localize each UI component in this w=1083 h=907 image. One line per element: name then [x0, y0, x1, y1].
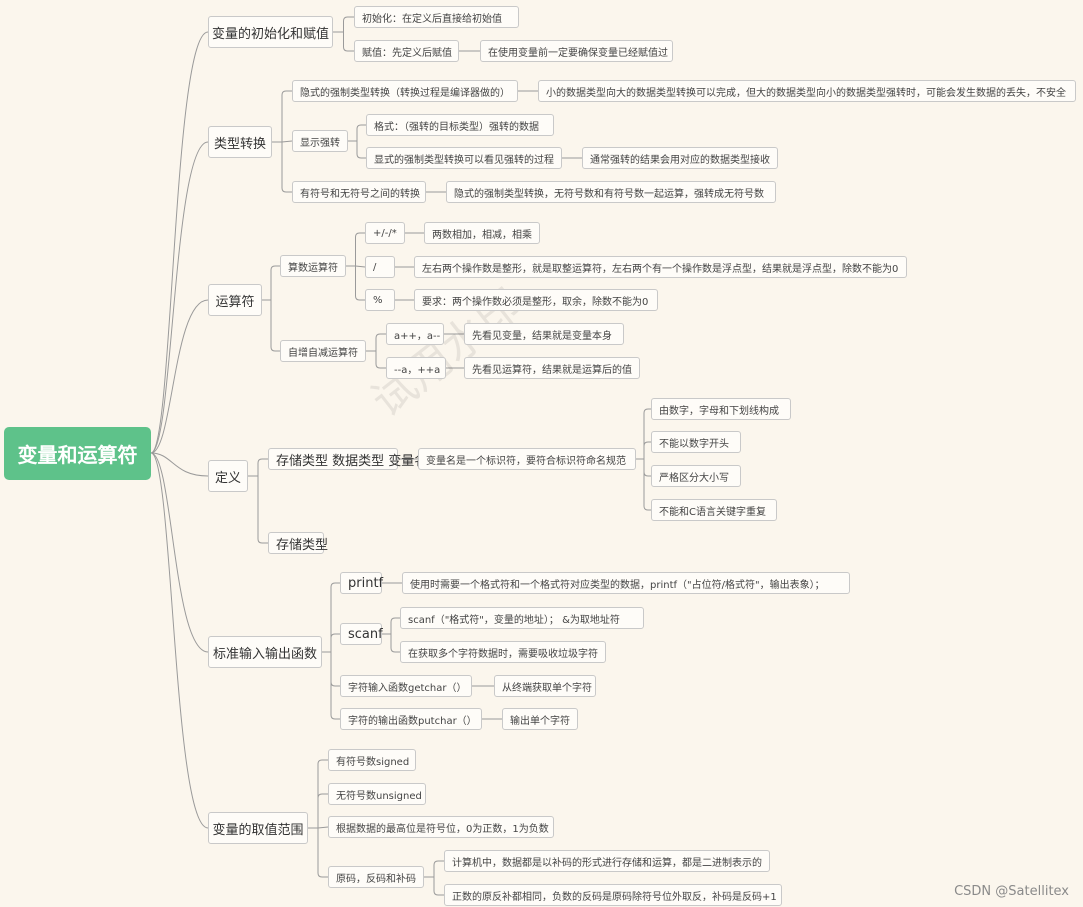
mindmap-node-op-1a1[interactable]: 两数相加，相减，相乘 [424, 222, 540, 244]
link-def_1 [257, 458, 268, 476]
mindmap-node-range-3[interactable]: 根据数据的最高位是符号位，0为正数，1为负数 [328, 816, 554, 838]
mindmap-node-op[interactable]: 运算符 [208, 284, 262, 316]
mindmap-node-init[interactable]: 变量的初始化和赋值 [208, 16, 333, 48]
mindmap-node-def-1a4[interactable]: 不能和C语言关键字重复 [651, 499, 777, 521]
mindmap-node-op-1a[interactable]: +/-/* [365, 222, 405, 244]
mindmap-node-range-4a[interactable]: 计算机中，数据都是以补码的形式进行存储和运算，都是二进制表示的 [444, 850, 770, 872]
link-def_1a2 [643, 441, 651, 459]
mindmap-node-conv-2b1[interactable]: 通常强转的结果会用对应的数据类型接收 [582, 147, 778, 169]
link-def_1a1 [643, 408, 651, 459]
link-range_4 [317, 828, 328, 878]
mindmap-node-range-1[interactable]: 有符号数signed [328, 749, 416, 771]
mindmap-node-init-2[interactable]: 赋值：先定义后赋值 [354, 40, 459, 62]
mindmap-node-op-1b[interactable]: / [365, 256, 395, 278]
link-op_2 [270, 300, 280, 352]
mindmap-node-init-2a[interactable]: 在使用变量前一定要确保变量已经赋值过 [480, 40, 673, 62]
mindmap-node-range[interactable]: 变量的取值范围 [208, 812, 308, 844]
mindmap-node-conv[interactable]: 类型转换 [208, 126, 272, 158]
link-op_1a [355, 232, 365, 266]
mindmap-node-io[interactable]: 标准输入输出函数 [208, 636, 322, 668]
mindmap-node-def[interactable]: 定义 [208, 460, 248, 492]
link-def_2 [257, 476, 268, 544]
mindmap-node-def-1[interactable]: 存储类型 数据类型 变量名 [268, 448, 427, 470]
mindmap-node-io-2[interactable]: scanf [340, 623, 383, 645]
link-io_2 [330, 633, 340, 652]
mindmap-node-def-1a2[interactable]: 不能以数字开头 [651, 431, 741, 453]
link-conv_2 [281, 140, 293, 143]
mindmap-node-conv-2a[interactable]: 格式：（强转的目标类型）强转的数据 [366, 114, 554, 136]
mindmap-node-def-2[interactable]: 存储类型 [268, 532, 328, 554]
mindmap-node-op-2a[interactable]: a++，a-- [386, 323, 444, 345]
mindmap-node-io-1[interactable]: printf [340, 572, 383, 594]
link-io_2a [390, 617, 400, 634]
link-def_1a3 [643, 459, 651, 477]
root-topic[interactable]: 变量和运算符 [4, 427, 151, 480]
link-op_1c [355, 266, 365, 301]
mindmap-node-conv-1[interactable]: 隐式的强制类型转换（转换过程是编译器做的） [292, 80, 518, 102]
link-conv_3 [281, 142, 292, 193]
mindmap-node-op-2b[interactable]: --a，++a [386, 357, 446, 379]
csdn-credit: CSDN @Satellitex [954, 884, 1069, 899]
root-link-range [150, 452, 209, 829]
link-conv_1 [281, 90, 292, 142]
root-link-init [150, 31, 209, 454]
mindmap-node-conv-3a[interactable]: 隐式的强制类型转换，无符号数和有符号数一起运算，强转成无符号数 [446, 181, 776, 203]
link-range_2 [317, 793, 328, 828]
mindmap-node-op-1[interactable]: 算数运算符 [280, 255, 346, 277]
root-link-conv [150, 141, 209, 454]
mindmap-node-range-4b[interactable]: 正数的原反补都相同，负数的反码是原码除符号位外取反，补码是反码+1 [444, 884, 782, 906]
link-io_4 [330, 652, 340, 720]
root-link-io [150, 452, 209, 653]
mindmap-node-op-1c1[interactable]: 要求：两个操作数必须是整形，取余，除数不能为0 [414, 289, 658, 311]
link-init_1 [343, 16, 354, 32]
link-op_1 [270, 265, 280, 300]
mindmap-node-io-2a[interactable]: scanf（"格式符"，变量的地址）； &为取地址符 [400, 607, 644, 629]
link-io_3 [330, 652, 340, 687]
mindmap-node-op-2[interactable]: 自增自减运算符 [280, 340, 366, 362]
mindmap-node-io-4a[interactable]: 输出单个字符 [502, 708, 578, 730]
mindmap-node-op-2a1[interactable]: 先看见变量，结果就是变量本身 [464, 323, 624, 345]
mindmap-node-op-1b1[interactable]: 左右两个操作数是整形，就是取整运算符，左右两个有一个操作数是浮点型，结果就是浮点… [414, 256, 907, 278]
mindmap-node-conv-2[interactable]: 显示强转 [292, 130, 348, 152]
link-range_4b [433, 877, 444, 896]
mindmap-node-op-1c[interactable]: % [365, 289, 395, 311]
link-init_2 [343, 32, 354, 52]
link-op_1b [355, 265, 366, 268]
link-def_1a4 [643, 459, 651, 511]
root-link-def [150, 452, 209, 477]
mindmap-node-def-1a3[interactable]: 严格区分大小写 [651, 465, 741, 487]
link-conv_2b [356, 141, 366, 159]
mindmap-node-def-1a1[interactable]: 由数字，字母和下划线构成 [651, 398, 791, 420]
mindmap-node-def-1a[interactable]: 变量名是一个标识符，要符合标识符命名规范 [418, 448, 636, 470]
link-range_1 [317, 759, 328, 828]
mindmap-node-op-2b1[interactable]: 先看见运算符，结果就是运算后的值 [464, 357, 640, 379]
mindmap-node-conv-2b[interactable]: 显式的强制类型转换可以看见强转的过程 [366, 147, 562, 169]
link-conv_2a [356, 124, 366, 141]
mindmap-node-conv-1a[interactable]: 小的数据类型向大的数据类型转换可以完成，但大的数据类型向小的数据类型强转时，可能… [538, 80, 1076, 102]
mindmap-node-range-4[interactable]: 原码，反码和补码 [328, 866, 424, 888]
mindmap-node-io-3a[interactable]: 从终端获取单个字符 [494, 675, 596, 697]
link-range_3 [317, 826, 329, 829]
mindmap-node-conv-3[interactable]: 有符号和无符号之间的转换 [292, 181, 426, 203]
root-link-op [150, 299, 209, 454]
link-op_2a [375, 333, 386, 351]
link-io_1 [330, 582, 340, 652]
mindmap-node-io-4[interactable]: 字符的输出函数putchar（） [340, 708, 482, 730]
mindmap-node-init-1[interactable]: 初始化：在定义后直接给初始值 [354, 6, 519, 28]
link-io_2b [390, 634, 400, 653]
mindmap-node-io-2b[interactable]: 在获取多个字符数据时，需要吸收垃圾字符 [400, 641, 606, 663]
link-op_2b [375, 351, 386, 369]
mindmap-node-io-1a[interactable]: 使用时需要一个格式符和一个格式符对应类型的数据，printf（"占位符/格式符"… [402, 572, 850, 594]
link-range_4a [433, 860, 444, 877]
mindmap-node-io-3[interactable]: 字符输入函数getchar（） [340, 675, 472, 697]
mindmap-node-range-2[interactable]: 无符号数unsigned [328, 783, 426, 805]
